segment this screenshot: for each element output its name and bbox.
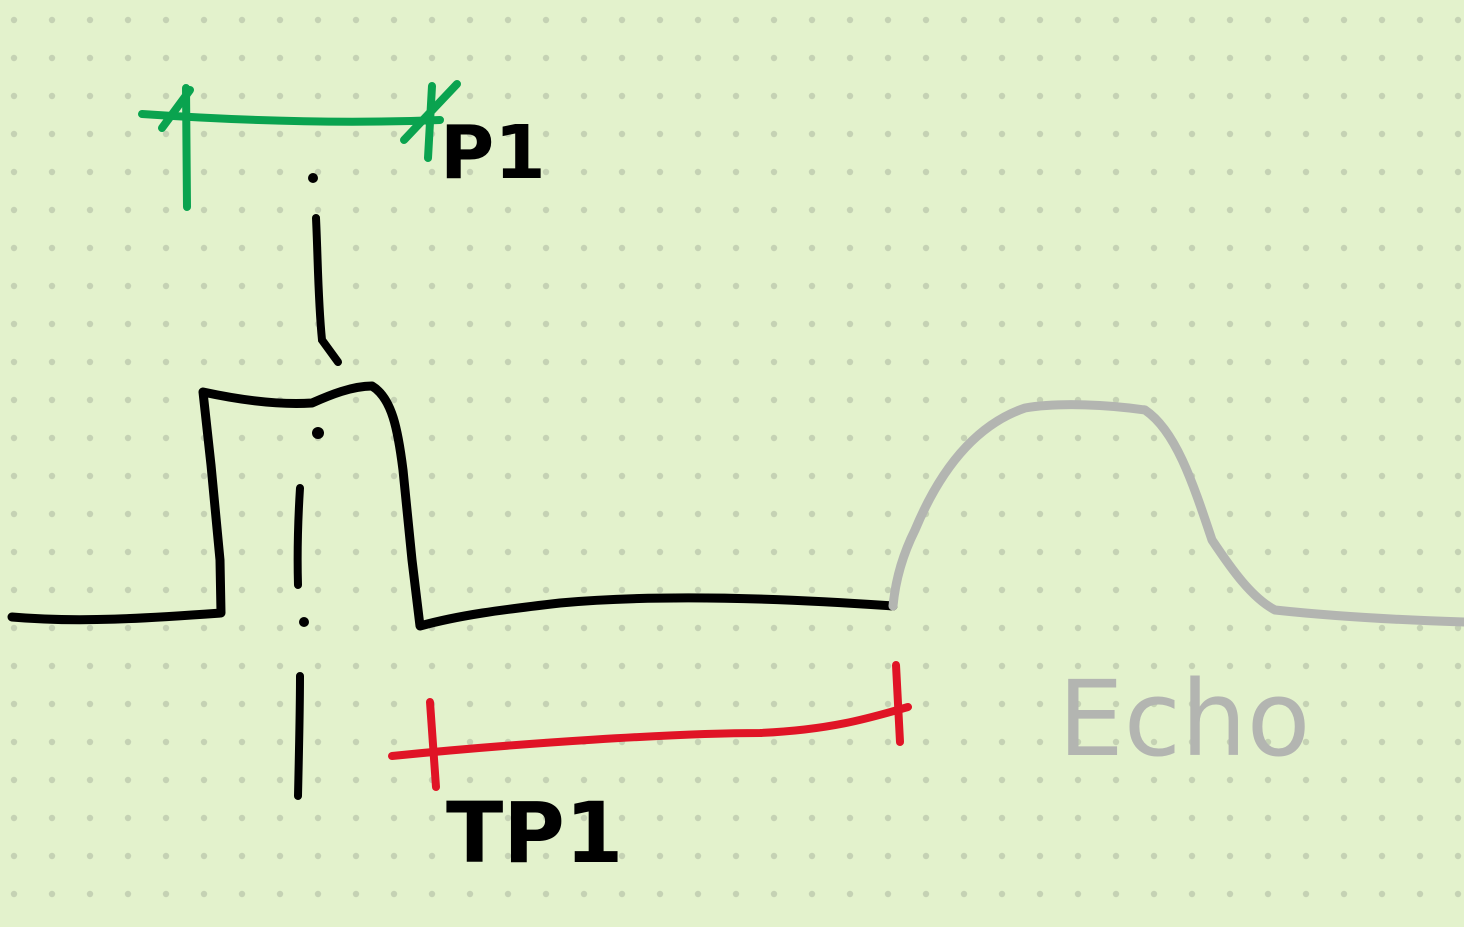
echo-curve [888,400,1464,627]
tp1-measurement-bar [388,661,912,791]
tp1-label: TP1 [446,784,623,882]
echo-label: Echo [1058,658,1310,780]
pulse-waveform [7,381,898,631]
pulse-center-line [293,173,342,800]
p1-label: P1 [440,110,546,196]
p1-measurement-bar [138,80,461,211]
